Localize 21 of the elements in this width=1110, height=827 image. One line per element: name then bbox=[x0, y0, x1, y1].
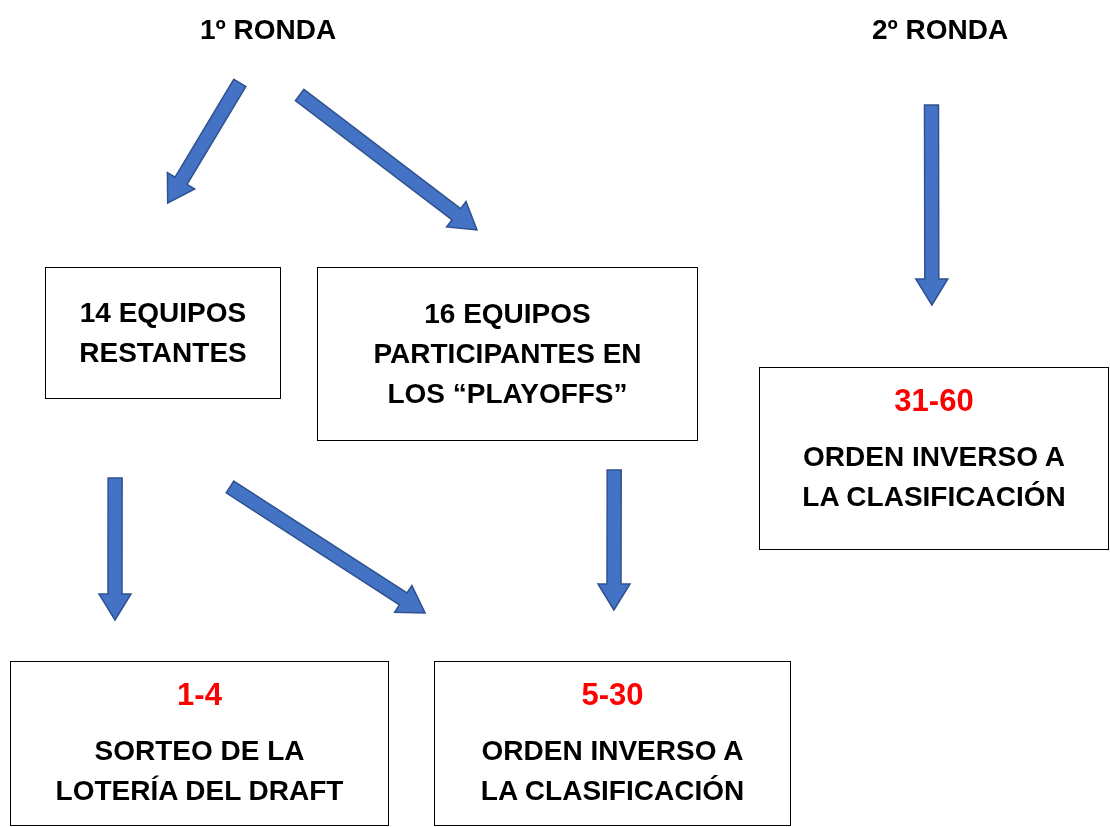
text-box bbox=[10, 661, 389, 826]
block-arrow bbox=[225, 480, 427, 614]
range-number: 31-60 bbox=[894, 382, 974, 420]
range-number: 1-4 bbox=[177, 676, 222, 714]
range-number: 5-30 bbox=[581, 676, 644, 714]
block-arrow bbox=[166, 78, 247, 205]
block-arrow bbox=[294, 88, 479, 231]
block-arrow bbox=[914, 104, 950, 307]
box-text: 14 EQUIPOS RESTANTES bbox=[78, 296, 248, 370]
block-arrow bbox=[97, 477, 133, 622]
box-text: ORDEN INVERSO A LA CLASIFICACIÓN bbox=[479, 733, 746, 808]
block-arrow bbox=[596, 469, 632, 612]
text-box bbox=[45, 267, 281, 399]
box-text: SORTEO DE LA LOTERÍA DEL DRAFT bbox=[54, 733, 345, 808]
box-text: 16 EQUIPOS PARTICIPANTES EN LOS “PLAYOFFS” bbox=[372, 297, 643, 411]
text-box bbox=[434, 661, 791, 826]
text-box bbox=[759, 367, 1109, 550]
text-box bbox=[317, 267, 698, 441]
box-text: ORDEN INVERSO A LA CLASIFICACIÓN bbox=[801, 439, 1067, 514]
heading-text: 1º RONDA bbox=[199, 13, 337, 47]
heading-text: 2º RONDA bbox=[871, 13, 1009, 47]
